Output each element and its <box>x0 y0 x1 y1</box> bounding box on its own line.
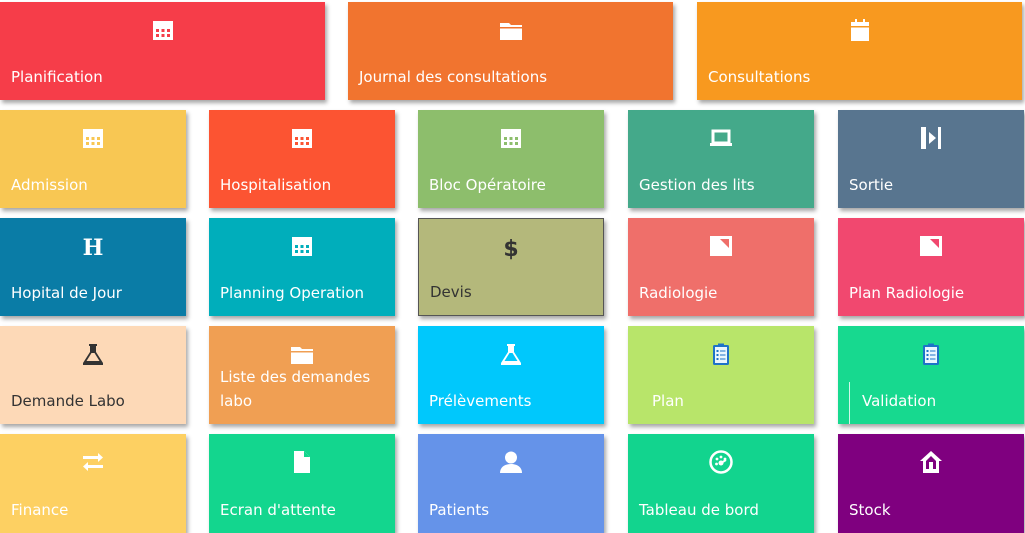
tile-label: Hospitalisation <box>220 176 332 194</box>
checklist-icon <box>838 340 1024 368</box>
tile-label: Tableau de bord <box>639 501 759 519</box>
tile-bloc-operatoire[interactable]: Bloc Opératoire <box>418 110 604 208</box>
calendar-icon <box>418 124 604 152</box>
svg-text:H: H <box>83 235 104 259</box>
svg-text:$: $ <box>503 237 518 260</box>
tile-label: Devis <box>430 283 472 301</box>
tile-divider <box>849 382 850 424</box>
calendar-icon <box>209 232 395 260</box>
tile-plan-radiologie[interactable]: Plan Radiologie <box>838 218 1024 316</box>
tile-hospitalisation[interactable]: Hospitalisation <box>209 110 395 208</box>
tile-label: Admission <box>11 176 88 194</box>
calendar-icon <box>0 16 325 44</box>
tile-planning-operation[interactable]: Planning Operation <box>209 218 395 316</box>
tile-label: Validation <box>862 392 937 410</box>
tile-validation[interactable]: Validation <box>838 326 1024 424</box>
calendar-icon <box>0 124 186 152</box>
user-icon <box>418 448 604 476</box>
tile-label: Bloc Opératoire <box>429 176 546 194</box>
tile-finance[interactable]: Finance <box>0 434 186 533</box>
tile-planification[interactable]: Planification <box>0 2 325 100</box>
checklist-icon <box>628 340 814 368</box>
file-icon <box>209 448 395 476</box>
tile-label: Sortie <box>849 176 894 194</box>
tile-ecran-d-attente[interactable]: Ecran d'attente <box>209 434 395 533</box>
tile-label: Plan <box>652 392 684 410</box>
tile-hopital-de-jour[interactable]: H Hopital de Jour <box>0 218 186 316</box>
tile-stock[interactable]: Stock <box>838 434 1024 533</box>
tile-label: Plan Radiologie <box>849 284 965 302</box>
h-letter-icon: H <box>0 232 186 260</box>
tile-patients[interactable]: Patients <box>418 434 604 533</box>
tile-demande-labo[interactable]: Demande Labo <box>0 326 186 424</box>
tile-devis[interactable]: $ Devis <box>418 218 604 316</box>
exchange-icon <box>0 448 186 476</box>
tile-label: Gestion des lits <box>639 176 755 194</box>
tile-label: Prélèvements <box>429 392 532 410</box>
calendar-icon <box>209 124 395 152</box>
tile-label: Demande Labo <box>11 392 125 410</box>
tile-sortie[interactable]: Sortie <box>838 110 1024 208</box>
tile-prelevements[interactable]: Prélèvements <box>418 326 604 424</box>
tile-admission[interactable]: Admission <box>0 110 186 208</box>
tile-label: Journal des consultations <box>359 68 548 86</box>
tile-label: Ecran d'attente <box>220 501 336 519</box>
tile-consultations[interactable]: Consultations <box>697 2 1022 100</box>
tile-label: Radiologie <box>639 284 718 302</box>
tile-liste-des-demandes-labo[interactable]: Liste des demandes labo <box>209 326 395 424</box>
tile-gestion-des-lits[interactable]: Gestion des lits <box>628 110 814 208</box>
tile-label: Patients <box>429 501 490 519</box>
dashboard-icon <box>628 448 814 476</box>
tile-radiologie[interactable]: Radiologie <box>628 218 814 316</box>
clipboard-icon <box>697 16 1022 44</box>
tile-plan[interactable]: Plan <box>628 326 814 424</box>
laptop-icon <box>628 124 814 152</box>
tile-label: Liste des demandes labo <box>220 368 371 410</box>
tile-label: Hopital de Jour <box>11 284 122 302</box>
exit-icon <box>838 124 1024 152</box>
tile-label: Consultations <box>708 68 811 86</box>
tile-label: Finance <box>11 501 69 519</box>
tile-tableau-de-bord[interactable]: Tableau de bord <box>628 434 814 533</box>
image-icon <box>628 232 814 260</box>
tile-label: Planification <box>11 68 103 86</box>
tile-label: Planning Operation <box>220 284 365 302</box>
flask-icon <box>0 340 186 368</box>
image-icon <box>838 232 1024 260</box>
tile-journal-des-consultations[interactable]: Journal des consultations <box>348 2 673 100</box>
folder-icon <box>209 340 395 368</box>
tile-label: Stock <box>849 501 891 519</box>
home-icon <box>838 448 1024 476</box>
dollar-icon: $ <box>419 233 603 261</box>
folder-icon <box>348 16 673 44</box>
flask-icon <box>418 340 604 368</box>
